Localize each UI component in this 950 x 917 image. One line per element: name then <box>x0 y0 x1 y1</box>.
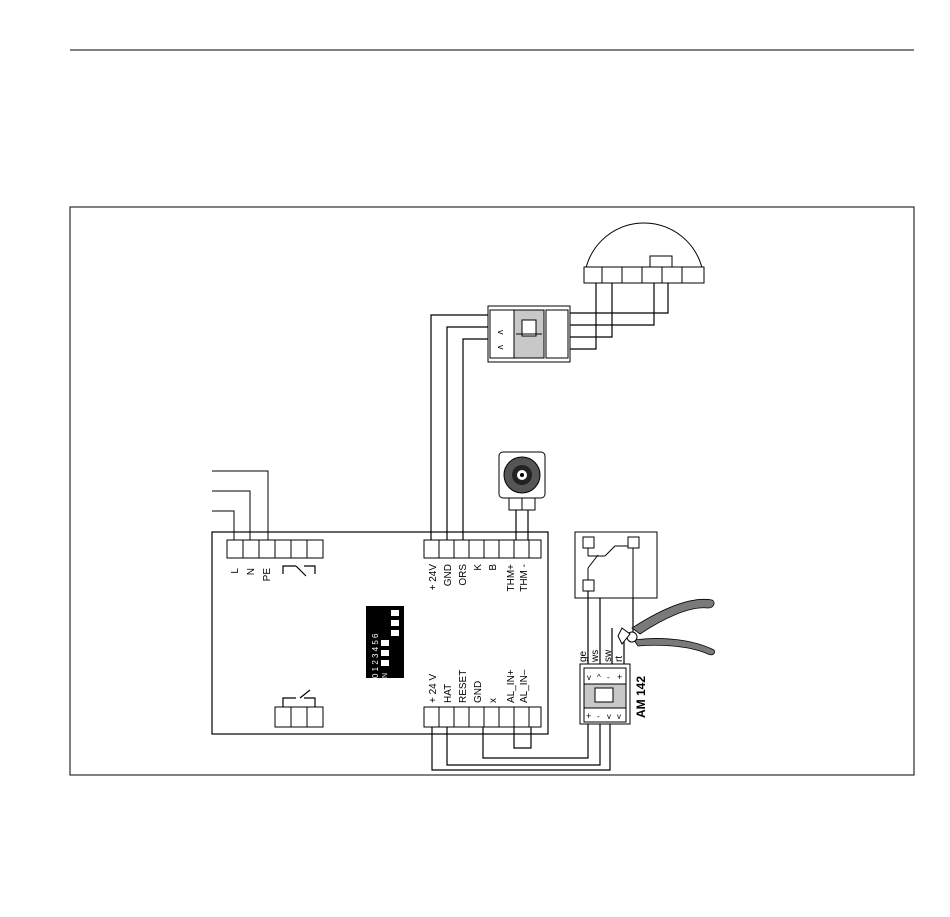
signal-terminal-block-bottom <box>424 707 541 727</box>
label-gnd-bottom: GND <box>473 681 484 703</box>
wire-ws: ws <box>590 650 601 663</box>
mains-wires <box>212 471 268 540</box>
label-ors: ORS <box>458 564 469 586</box>
label-gnd-top: GND <box>443 564 454 586</box>
am142-pin-top-4: + <box>617 672 622 682</box>
bus-wires-to-board <box>431 315 488 540</box>
flame-sensor <box>499 452 545 540</box>
am142-label: AM 142 <box>634 676 648 718</box>
wire-ge: ge <box>578 650 589 662</box>
power-terminal-block <box>227 540 323 558</box>
dip-switch: 0 1 2 3 4 5 6 N <box>366 606 404 678</box>
switch-box <box>575 532 657 598</box>
wire-rt: rt <box>614 656 625 662</box>
label-l: L <box>230 568 241 574</box>
label-reset: RESET <box>458 670 469 703</box>
label-plus-24-v: + 24 V <box>428 673 439 703</box>
am142-pin-bottom-4: v <box>617 712 621 721</box>
am142-pin-top-1: v <box>587 673 591 682</box>
label-plus-24v: + 24V <box>428 564 439 591</box>
repeater-pin-a: v <box>496 345 506 350</box>
label-x: x <box>488 698 499 703</box>
am142-pin-bottom-2: - <box>597 712 600 721</box>
relay-terminal-block-bottom <box>275 707 323 727</box>
label-thm-minus: THM - <box>519 564 530 592</box>
wire-color-labels: ge ws sw rt <box>578 649 625 663</box>
repeater-pin-b: v <box>496 330 506 335</box>
bus-wires-to-controller <box>570 283 668 349</box>
dip-switch-n-label: N <box>382 673 389 678</box>
label-b: B <box>488 564 499 571</box>
am142-pin-bottom-3: v <box>607 712 611 721</box>
label-al-in-minus: AL_IN– <box>519 669 530 703</box>
dip-switch-numbers: 0 1 2 3 4 5 6 <box>371 633 380 678</box>
am142-pin-top-2: ^ <box>597 673 601 682</box>
repeater-box: v v <box>488 306 570 362</box>
label-al-in-plus: AL_IN+ <box>506 669 517 703</box>
signal-terminal-block-top <box>424 540 541 558</box>
label-n: N <box>246 568 257 575</box>
label-hat: HAT <box>443 684 454 703</box>
room-controller <box>584 223 704 283</box>
label-thm-plus: THM+ <box>506 564 517 592</box>
am142-pin-top-3: - <box>607 673 610 682</box>
label-k: K <box>473 564 484 571</box>
am142-pin-bottom-1: + <box>586 711 591 721</box>
am142-module: v ^ - + + - v v AM 142 <box>580 664 648 724</box>
label-pe: PE <box>262 568 273 582</box>
